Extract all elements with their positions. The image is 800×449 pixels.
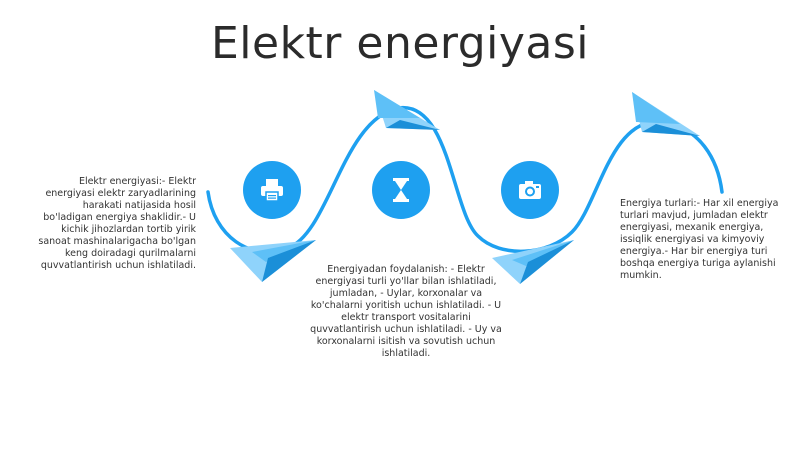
step-circle-printer [243, 161, 301, 219]
paper-plane-icon [492, 240, 574, 284]
step-text-electric-energy: Elektr energiyasi:- Elektr energiyasi el… [38, 176, 196, 271]
page-title: Elektr energiyasi [210, 18, 590, 69]
step-circle-camera [501, 161, 559, 219]
camera-icon [519, 181, 541, 199]
step-text-energy-types: Energiya turlari:- Har xil energiya turl… [620, 198, 779, 281]
paper-plane-icon [374, 90, 440, 130]
printer-icon [261, 179, 283, 202]
paper-plane-icon [632, 92, 700, 136]
hourglass-icon [393, 178, 409, 202]
paper-plane-icon [230, 240, 316, 282]
step-circle-hourglass [372, 161, 430, 219]
step-text-energy-usage: Energiyadan foydalanish: - Elektr energi… [310, 264, 502, 359]
